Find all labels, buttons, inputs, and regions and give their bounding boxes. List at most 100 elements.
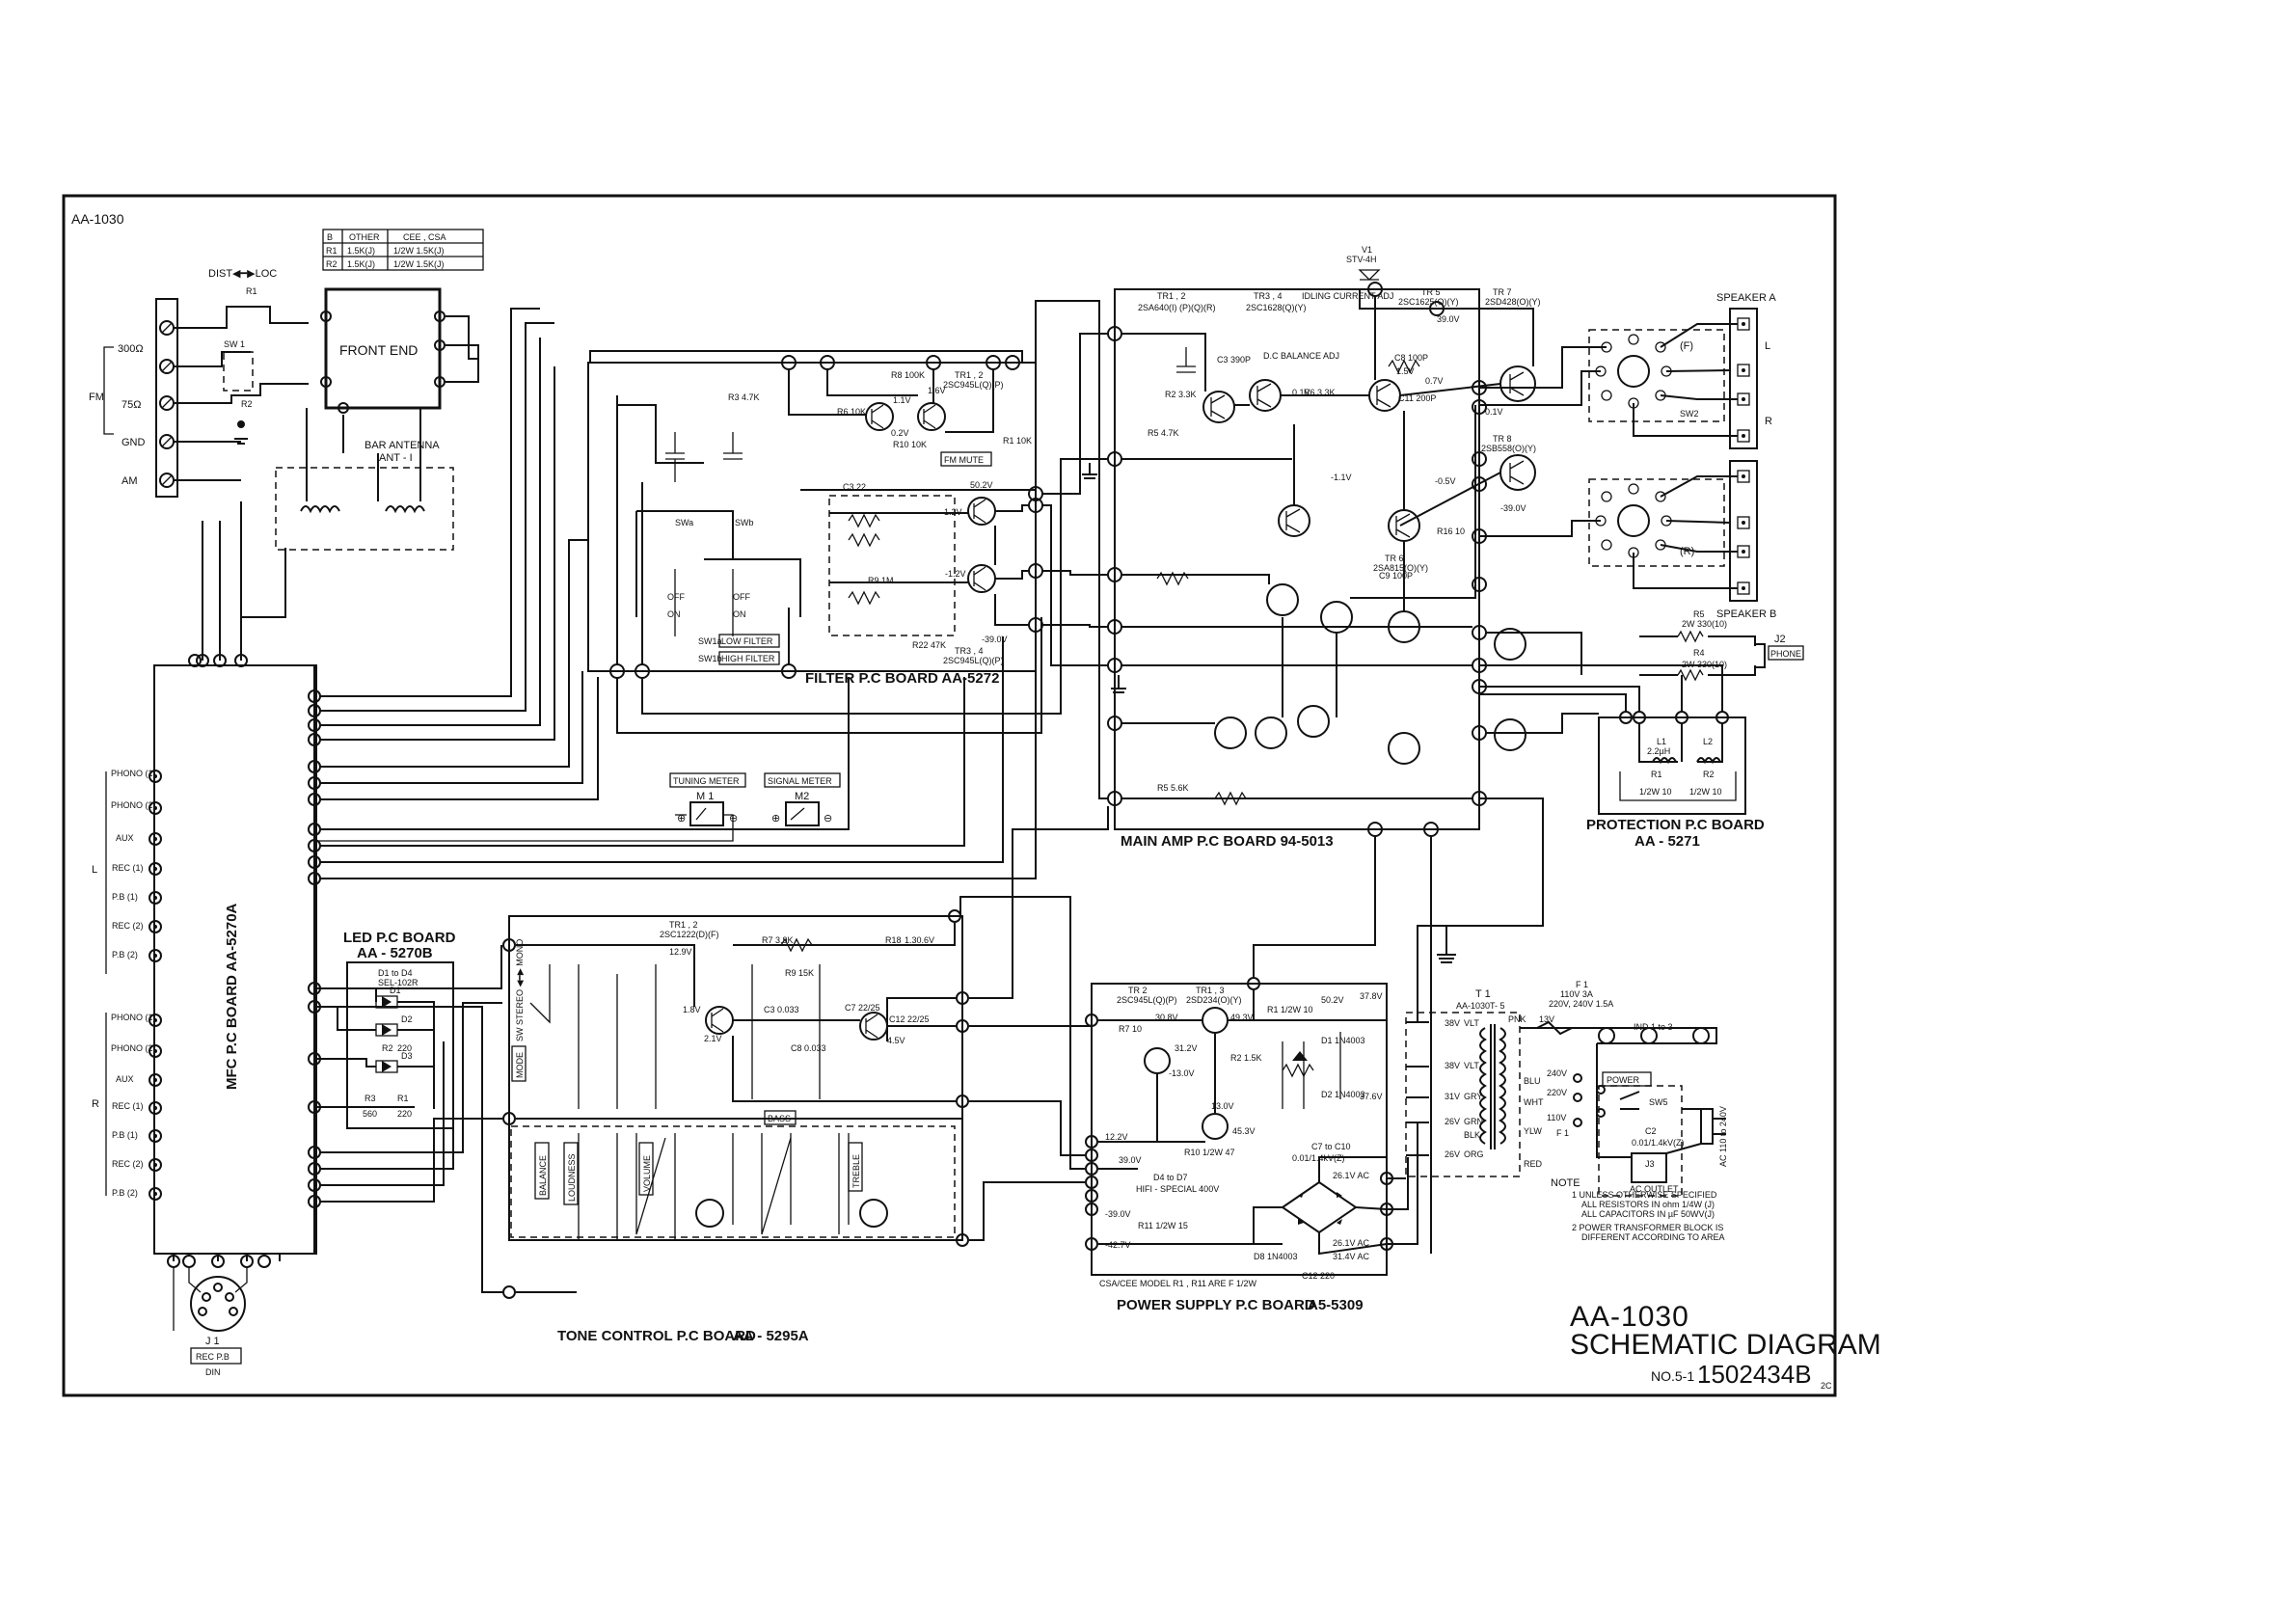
tone-voltage: 4.5V [887,1036,905,1045]
filter-board-title: FILTER P.C BOARD AA-5272 [805,670,999,687]
stereo-mono-label: SW STEREO ◀━▶ MONO [515,939,525,1041]
mfc-board-label: MFC P.C BOARD AA-5270A [224,903,240,1090]
filter-part: R9 1M [868,576,894,585]
resistor-table: B OTHER CEE , CSA R1 1.5K(J) 1/2W 1.5K(J… [322,229,484,271]
filter-part: R22 47K [912,640,946,650]
indicator-lamp-icon [1598,1027,1710,1044]
bar-antenna-block [275,467,454,551]
power-board: POWER SUPPLY P.C BOARD A5-5309 TR 2 2SC9… [1085,977,1393,1313]
filter-part: R6 10K [837,407,866,417]
prot-r2-val: 1/2W 10 [1689,787,1722,797]
connector-node-icon [502,909,969,1299]
filter-part: R3 4.7K [728,392,760,402]
dist-loc-label: DIST◀━▶LOC [208,268,277,280]
rotary-switch-icon [1595,334,1672,558]
main-part: C3 390P [1217,355,1251,365]
tone-part: C3 0.033 [764,1005,799,1014]
prot-r1: R1 [1651,770,1662,779]
ac-in-label: AC 110 to 240V [1718,1106,1728,1167]
power-d2: D2 1N4003 [1321,1090,1365,1099]
terminal-label-am: AM [122,475,138,487]
title-main: SCHEMATIC DIAGRAM [1570,1329,1881,1361]
power-voltage: 31.2V [1175,1043,1198,1053]
power-voltage: 50.2V [1321,995,1344,1005]
power-d8: D8 1N4003 [1254,1252,1298,1261]
power-voltage: -13.0V [1169,1068,1195,1078]
prot-l2: L2 [1703,737,1713,746]
power-diodes: D4 to D7 [1153,1173,1188,1182]
table-cell: R2 [326,259,338,269]
led-r1-val: 220 [397,1109,412,1119]
tap: 240V [1547,1068,1567,1078]
r5-val: 2W 330(10) [1682,619,1727,629]
table-cell: 1.5K(J) [347,259,375,269]
tuning-meter-icon [689,801,724,826]
main-voltage: -1.1V [1331,473,1352,482]
led-d3: D3 [401,1051,413,1061]
power-switch-icon [1619,1091,1640,1110]
bar-antenna-label: BAR ANTENNA [365,440,440,451]
speaker-a-label: SPEAKER A [1716,292,1776,304]
terminal-label-75: 75Ω [122,399,141,411]
sw2-label: SW2 [1680,409,1699,419]
winding: 31V [1445,1092,1460,1101]
power-part: A5-5309 [1308,1297,1364,1313]
tap: 13V [1539,1014,1554,1024]
model-label-top-left: AA-1030 [71,211,124,227]
jack-label: AUX [116,1074,134,1084]
led-r1: R1 [397,1094,409,1103]
led-r3: R3 [365,1094,376,1103]
speaker-terminal-icon [1737,470,1750,595]
jack-label: REC (1) [112,1101,144,1111]
protection-board-outline [1598,716,1746,815]
mode-label: MODE [515,1052,525,1078]
table-cell: 1/2W 1.5K(J) [393,246,445,256]
tone-tr12-type: 2SC1222(D)(F) [660,930,719,939]
filter-tr34: TR3 , 4 [955,646,984,656]
sw1-label: SW 1 [224,339,245,349]
svg-text:⊕: ⊕ [771,813,780,825]
v1-type: STV-4H [1346,255,1377,264]
main-tr34-type: 2SC1628(Q)(Y) [1246,303,1307,312]
main-part: R5 4.7K [1148,428,1179,438]
v1-label: V1 [1362,245,1372,255]
main-part: R16 10 [1437,527,1465,536]
filter-voltage: 0.2V [891,428,909,438]
interconnect-wiring [320,300,1599,1293]
power-voltage: 31.4V AC [1333,1252,1370,1261]
fm-mute-label: FM MUTE [944,455,984,465]
dc-balance-adj: D.C BALANCE ADJ [1263,351,1339,361]
tone-part: C12 22/25 [889,1014,930,1024]
main-tr8: TR 8 [1493,434,1512,444]
power-part-item: R1 1/2W 10 [1267,1005,1313,1014]
jack-list-right: PHONO (1) PHONO (2) AUX REC (1) P.B (1) … [111,1013,156,1198]
c2-val: 0.01/1.4kV(Z) [1632,1138,1685,1148]
tone-voltage: 1.30.6V [905,935,934,945]
power-voltage: 49.3V [1230,1013,1254,1022]
j1-label: J 1 [205,1336,220,1347]
prot-r2: R2 [1703,770,1715,779]
speaker-a-terminal [1729,308,1758,449]
protection-board: PROTECTION P.C BOARD AA - 5271 L1 L2 2.2… [1479,664,1765,850]
tone-part: R7 3.9K [762,935,794,945]
sw5-label: SW5 [1649,1097,1668,1107]
filter-part: R10 10K [893,440,927,449]
front-end-block [324,287,442,410]
power-part-item: R2 1.5K [1230,1053,1262,1063]
power-voltage: 39.0V [1119,1155,1142,1165]
phone-jack-icon [1755,643,1766,668]
transformer-icon [1479,1024,1506,1149]
jack-label: P.B (2) [112,1188,138,1198]
f1-val2: 220V, 240V 1.5A [1549,999,1613,1009]
rca-jack-icon [149,1014,162,1201]
power-voltage: 12.2V [1105,1132,1128,1142]
speaker-a-l: L [1765,340,1770,352]
antenna-section: DIST◀━▶LOC R1 SW 1 R2 300Ω 75Ω GND AM FM… [89,268,479,661]
jack-label: P.B (2) [112,950,138,960]
title-block: AA-1030 SCHEMATIC DIAGRAM NO.5-1 1502434… [1570,1301,1881,1391]
protection-title: PROTECTION P.C BOARD [1586,817,1765,833]
filter-tr34-type: 2SC945L(Q)(P) [943,656,1004,665]
power-part-item: R10 1/2W 47 [1184,1148,1235,1157]
r2-label: R2 [241,399,253,409]
